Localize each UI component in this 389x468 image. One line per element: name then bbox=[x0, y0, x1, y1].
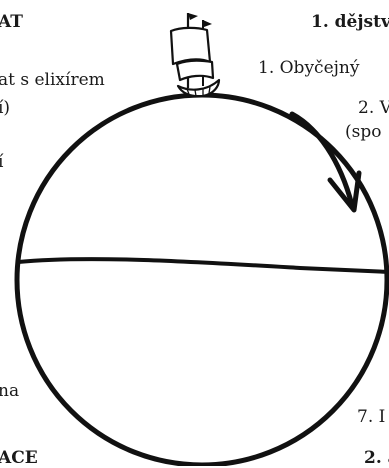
curved-arrow-icon bbox=[292, 114, 359, 210]
sailing-ship-icon bbox=[171, 13, 219, 96]
equator-line bbox=[18, 259, 389, 272]
